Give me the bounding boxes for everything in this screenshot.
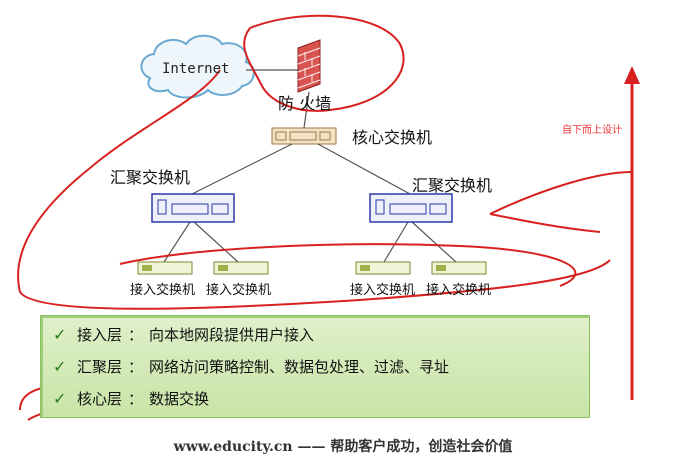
check-icon: ✓: [53, 356, 67, 376]
aggregation-switch-right-label: 汇聚交换机: [412, 176, 493, 195]
access-switch-3-icon: [355, 261, 411, 275]
core-switch-icon: [271, 127, 337, 145]
access-switch-2-icon: [213, 261, 269, 275]
access-switch-4-label: 接入交换机: [426, 283, 492, 298]
firewall-label: 防 火墙: [278, 94, 332, 113]
legend-row-aggregation: ✓ 汇聚层 ： 网络访问策略控制、数据包处理、过滤、寻址: [53, 352, 449, 380]
access-switch-2-label: 接入交换机: [206, 283, 272, 298]
footer-text: www.educity.cn —— 帮助客户成功，创造社会价值: [173, 439, 513, 455]
layer-separator: ：: [128, 325, 144, 344]
layer-name: 接入层: [77, 325, 123, 344]
internet-label: Internet: [162, 61, 230, 77]
legend-row-core: ✓ 核心层 ： 数据交换: [53, 384, 209, 412]
aggregation-switch-left-icon: [151, 193, 235, 223]
layer-description: 向本地网段提供用户接入: [149, 325, 315, 344]
legend-row-access: ✓ 接入层 ： 向本地网段提供用户接入: [53, 320, 314, 348]
access-switch-3-label: 接入交换机: [350, 283, 416, 298]
access-switch-1-label: 接入交换机: [130, 283, 196, 298]
bottom-up-arrow-icon: [624, 66, 640, 400]
network-links: [163, 69, 457, 263]
check-icon: ✓: [53, 324, 67, 344]
check-icon: ✓: [53, 388, 67, 408]
layer-separator: ：: [128, 389, 144, 408]
firewall-icon: [297, 39, 321, 93]
aggregation-switch-right-icon: [369, 193, 453, 223]
layer-legend: ✓ 接入层 ： 向本地网段提供用户接入 ✓ 汇聚层 ： 网络访问策略控制、数据包…: [40, 315, 590, 418]
layer-separator: ：: [128, 357, 144, 376]
aggregation-switch-left-label: 汇聚交换机: [110, 168, 191, 187]
layer-name: 核心层: [77, 389, 123, 408]
layer-description: 网络访问策略控制、数据包处理、过滤、寻址: [149, 357, 450, 376]
bottom-up-design-note: 自下而上设计: [562, 125, 622, 136]
layer-name: 汇聚层: [77, 357, 123, 376]
access-switch-1-icon: [137, 261, 193, 275]
layer-description: 数据交换: [149, 389, 210, 408]
internet-cloud-icon: [140, 34, 255, 99]
core-switch-label: 核心交换机: [352, 128, 433, 147]
access-switch-4-icon: [431, 261, 487, 275]
